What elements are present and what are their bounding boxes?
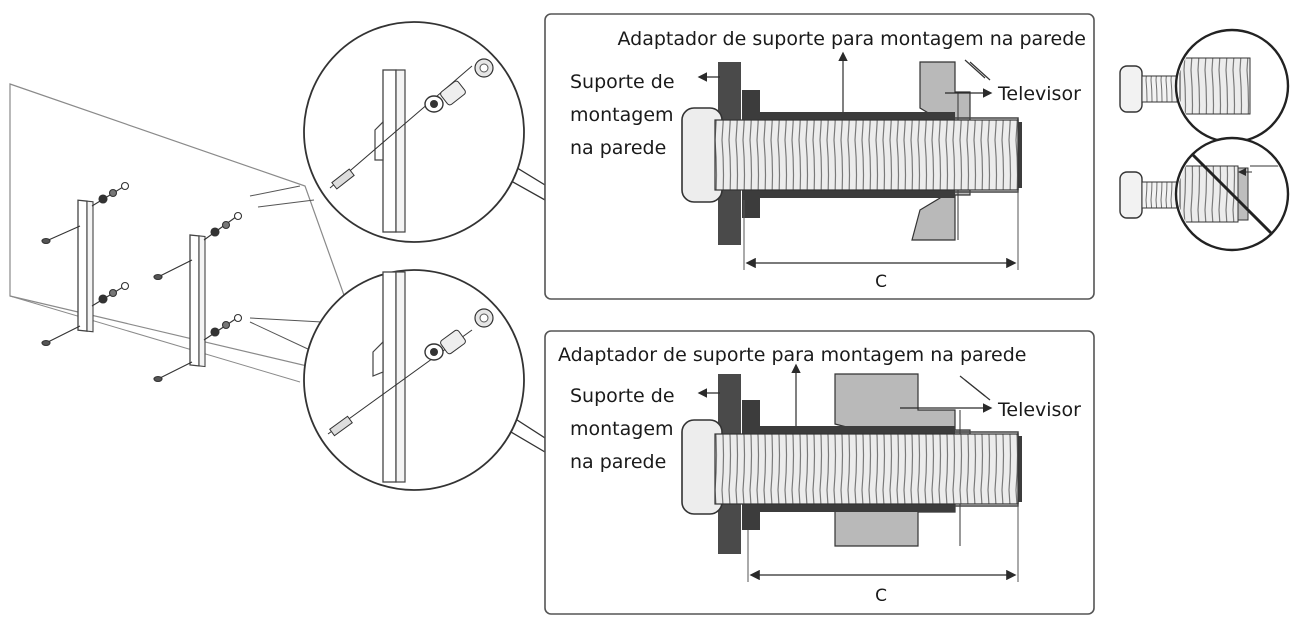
bracket-right	[189, 234, 206, 368]
magnifier-bottom	[303, 269, 546, 491]
adapter-label-top: Adaptador de suporte para montagem na pa…	[618, 28, 1087, 50]
overview-screws	[41, 181, 243, 383]
callout-lines-overview	[249, 185, 323, 351]
cross-section-top: C Adaptador de suporte para montagem na …	[544, 13, 1095, 300]
bracket-left	[77, 199, 94, 333]
wall-mount-label-bottom-3: na parede	[570, 451, 666, 473]
wall-mount-label-top-2: montagem	[570, 104, 674, 126]
tv-label-bottom: Televisor	[997, 399, 1081, 421]
adapter-label-bottom: Adaptador de suporte para montagem na pa…	[558, 344, 1027, 366]
magnifier-top	[303, 21, 546, 243]
magnified-screw-bottom	[329, 308, 494, 437]
dimension-c-label-top: C	[875, 272, 887, 292]
tv-label-top: Televisor	[997, 83, 1081, 105]
wall-mount-label-bottom-2: montagem	[570, 418, 674, 440]
magnified-screw-top	[331, 58, 494, 190]
tv-back-overview	[9, 83, 376, 383]
screw-shaft-top	[714, 119, 1019, 191]
screw-ok-icon	[1119, 28, 1290, 144]
wall-mount-label-top-1: Suporte de	[570, 71, 675, 93]
screw-forbidden-icon	[1119, 136, 1290, 252]
wall-mount-label-bottom-1: Suporte de	[570, 385, 675, 407]
cross-section-bottom: C Adaptador de suporte para montagem na …	[544, 330, 1095, 615]
wall-mount-label-top-3: na parede	[570, 137, 666, 159]
dimension-c-label-bottom: C	[875, 586, 887, 606]
screw-shaft-bottom	[714, 433, 1019, 505]
